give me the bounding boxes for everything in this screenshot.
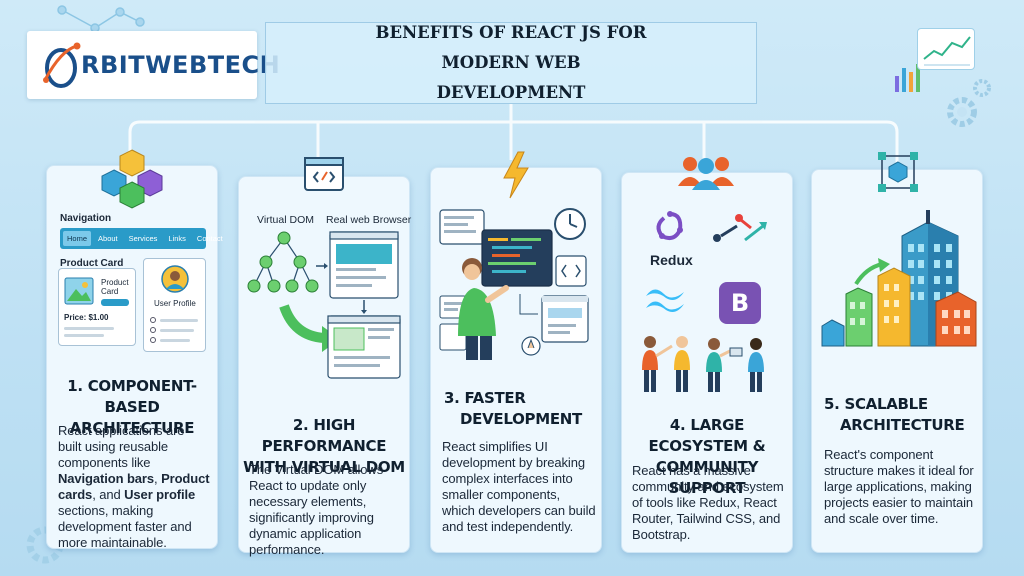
nav-item-services: Services (128, 234, 158, 243)
product-price: Price: $1.00 (64, 313, 109, 322)
nav-item-contact: Contact (196, 234, 223, 243)
user-profile-illustration: User Profile (143, 258, 206, 352)
card-1-body-text: React applications are built using reusa… (58, 423, 185, 470)
card-3-title-line1: 3. FASTER (444, 389, 526, 407)
page-title: BENEFITS OF REACT JS FOR MODERN WEB DEVE… (346, 18, 676, 108)
card-4-title-line2: COMMUNITY SUPPORT (655, 458, 759, 497)
logo[interactable]: RBITWEBTECH (27, 31, 280, 99)
profile-label: User Profile (154, 299, 196, 308)
product-card-illustration: Product Card Price: $1.00 (58, 268, 136, 346)
card-5-title: 5. SCALABLE ARCHITECTURE (824, 394, 965, 436)
card-5-title-line2: ARCHITECTURE (840, 416, 965, 434)
navigation-bar-illustration: Home About Services Links Contact (60, 228, 223, 249)
line-chart-icon (917, 28, 975, 70)
card-4-title: 4. LARGE ECOSYSTEM & COMMUNITY SUPPORT (621, 415, 793, 499)
bootstrap-logo-icon: B (719, 282, 761, 324)
avatar-icon (161, 265, 189, 293)
product-card-button (101, 299, 129, 306)
card-1-body-sep2: , and (92, 487, 125, 502)
real-browser-label: Real web Browser (326, 214, 412, 226)
card-5-title-line1: 5. SCALABLE (824, 395, 928, 413)
card-1-title-line2: ARCHITECTURE (69, 419, 195, 437)
card-2-title-line2: WITH VIRTUAL DOM (243, 458, 405, 476)
card-3-body: React simplifies UI development by break… (442, 439, 596, 534)
card-4-body: React has a massive community and ecosys… (632, 463, 784, 542)
card-2-body: The Virtual DOM allows React to update o… (249, 462, 384, 557)
card-3-title: 3. FASTER DEVELOPMENT (442, 388, 582, 430)
card-1-bold-product: Product cards (58, 471, 210, 502)
card-1-bold-profile: User profile (124, 487, 196, 502)
card-1-body-sep1: , (154, 471, 162, 486)
nav-heading: Navigation (60, 213, 112, 224)
virtual-dom-label: Virtual DOM (257, 214, 314, 226)
nav-item-about: About (98, 234, 118, 243)
card-1-title-line1: 1. COMPONENT-BASED (67, 377, 197, 416)
logo-text: RBITWEBTECH (81, 51, 281, 79)
card-1-body: React applications are built using reusa… (58, 423, 210, 551)
nav-item-home: Home (63, 231, 92, 246)
redux-label: Redux (650, 252, 693, 268)
product-card-heading: Product Card (60, 258, 124, 269)
card-2-title-line1: 2. HIGH PERFORMANCE (261, 416, 387, 455)
image-icon (64, 277, 94, 305)
card-1-bold-navigation: Navigation bars (58, 471, 155, 486)
bootstrap-letter: B (730, 289, 750, 317)
page-title-line2: DEVELOPMENT (436, 83, 586, 102)
page-title-line1: BENEFITS OF REACT JS FOR MODERN WEB (375, 23, 647, 72)
orbit-logo-icon (41, 40, 81, 90)
card-2-title: 2. HIGH PERFORMANCE WITH VIRTUAL DOM (238, 415, 410, 478)
nav-item-links: Links (168, 234, 186, 243)
product-card-label: Product Card (101, 278, 129, 296)
card-3-title-line2: DEVELOPMENT (460, 410, 582, 428)
page-title-box: BENEFITS OF REACT JS FOR MODERN WEB DEVE… (265, 22, 757, 104)
card-1-body-end: sections, making development faster and … (58, 503, 192, 550)
card-5-body: React's component structure makes it ide… (824, 447, 974, 526)
card-1-title: 1. COMPONENT-BASED ARCHITECTURE (46, 376, 218, 439)
card-4-title-line1: 4. LARGE ECOSYSTEM & (648, 416, 766, 455)
